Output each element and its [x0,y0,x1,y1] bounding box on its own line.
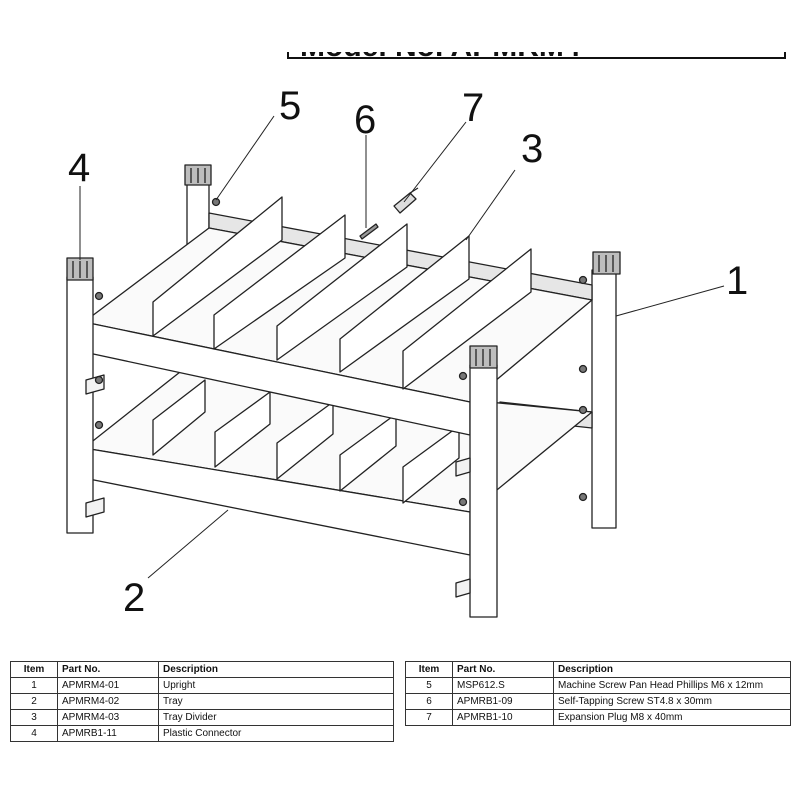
cell-part-no: APMRM4-03 [57,709,159,726]
callout-5: 5 [279,84,301,128]
cell-item: 6 [405,693,453,710]
callout-2: 2 [123,576,145,620]
upright-back-right [591,251,621,529]
table-row: 4 APMRB1-11 Plastic Connector [10,725,394,742]
header-description: Description [553,661,791,678]
header-item: Item [10,661,58,678]
expansion-plug-icon [393,187,419,214]
table-header-row: Item Part No. Description [10,661,394,678]
cell-description: Upright [158,677,394,694]
upright-front-right [469,345,498,618]
parts-table-right: Item Part No. Description 5 MSP612.S Mac… [405,661,791,726]
cell-part-no: APMRB1-10 [452,709,554,726]
rack-exploded-diagram: Model No. APMRM4 [66,30,790,620]
table-row: 5 MSP612.S Machine Screw Pan Head Philli… [405,677,791,694]
cell-description: Tray [158,693,394,710]
table-row: 7 APMRB1-10 Expansion Plug M8 x 40mm [405,709,791,726]
callout-1: 1 [726,259,748,303]
cell-part-no: APMRB1-09 [452,693,554,710]
model-title-box: Model No. APMRM4 [280,30,790,63]
cell-part-no: APMRB1-11 [57,725,159,742]
cell-description: Plastic Connector [158,725,394,742]
table-header-row: Item Part No. Description [405,661,791,678]
header-description: Description [158,661,394,678]
table-row: 6 APMRB1-09 Self-Tapping Screw ST4.8 x 3… [405,693,791,710]
header-part-no: Part No. [452,661,554,678]
cell-part-no: MSP612.S [452,677,554,694]
table-row: 3 APMRM4-03 Tray Divider [10,709,394,726]
cell-item: 3 [10,709,58,726]
leader-lines [79,115,725,579]
callout-3: 3 [521,127,543,171]
callout-6: 6 [354,98,376,142]
cell-item: 1 [10,677,58,694]
screw-icons [94,197,588,507]
table-row: 1 APMRM4-01 Upright [10,677,394,694]
lower-tray-dividers [152,379,460,504]
cell-item: 7 [405,709,453,726]
header-item: Item [405,661,453,678]
cell-item: 4 [10,725,58,742]
self-tapping-screw-icon [359,223,379,240]
upper-tray-dividers [152,196,532,390]
cell-description: Tray Divider [158,709,394,726]
cell-description: Self-Tapping Screw ST4.8 x 30mm [553,693,791,710]
parts-table-left: Item Part No. Description 1 APMRM4-01 Up… [10,661,394,742]
cell-description: Machine Screw Pan Head Phillips M6 x 12m… [553,677,791,694]
callout-4: 4 [68,146,90,190]
upright-front-left [66,257,94,534]
cell-description: Expansion Plug M8 x 40mm [553,709,791,726]
cell-part-no: APMRM4-01 [57,677,159,694]
header-part-no: Part No. [57,661,159,678]
callout-7: 7 [462,86,484,130]
mounting-brackets [85,374,471,598]
cell-part-no: APMRM4-02 [57,693,159,710]
table-row: 2 APMRM4-02 Tray [10,693,394,710]
cell-item: 5 [405,677,453,694]
cell-item: 2 [10,693,58,710]
